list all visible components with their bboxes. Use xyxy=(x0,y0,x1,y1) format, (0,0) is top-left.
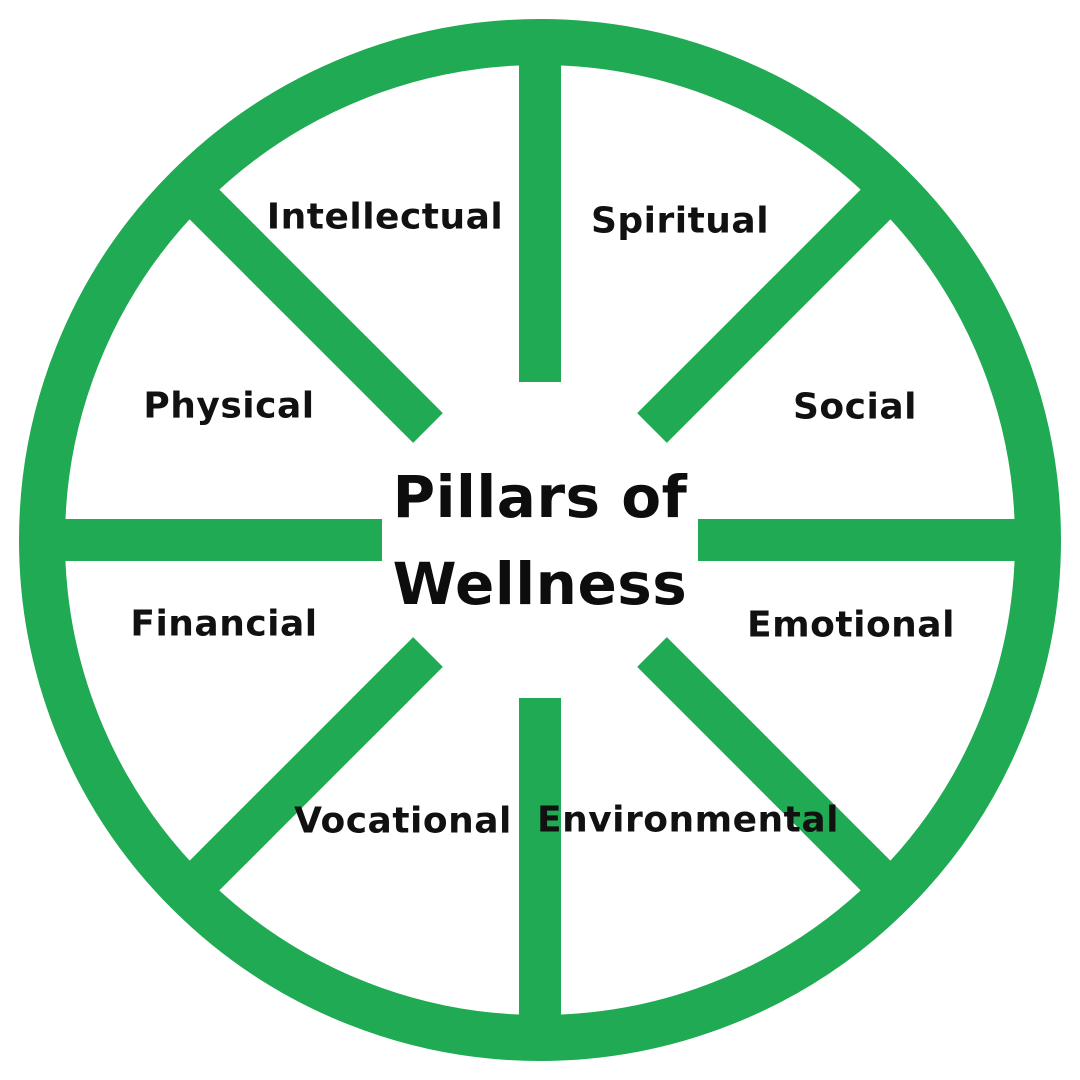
label-financial: Financial xyxy=(130,603,318,645)
spoke-bottom-right xyxy=(637,637,909,909)
spoke-top-left xyxy=(171,171,443,443)
label-vocational: Vocational xyxy=(294,800,512,842)
spoke-bottom-left xyxy=(171,637,443,909)
spoke-top-right xyxy=(637,171,909,443)
label-physical: Physical xyxy=(143,385,315,427)
center-title: Pillars of Wellness xyxy=(393,454,688,628)
label-intellectual: Intellectual xyxy=(266,196,504,238)
label-emotional: Emotional xyxy=(747,604,955,646)
label-spiritual: Spiritual xyxy=(590,200,770,242)
center-title-line2: Wellness xyxy=(392,550,688,618)
label-social: Social xyxy=(793,386,917,428)
label-environmental: Environmental xyxy=(536,799,840,841)
center-title-line1: Pillars of xyxy=(392,463,688,531)
